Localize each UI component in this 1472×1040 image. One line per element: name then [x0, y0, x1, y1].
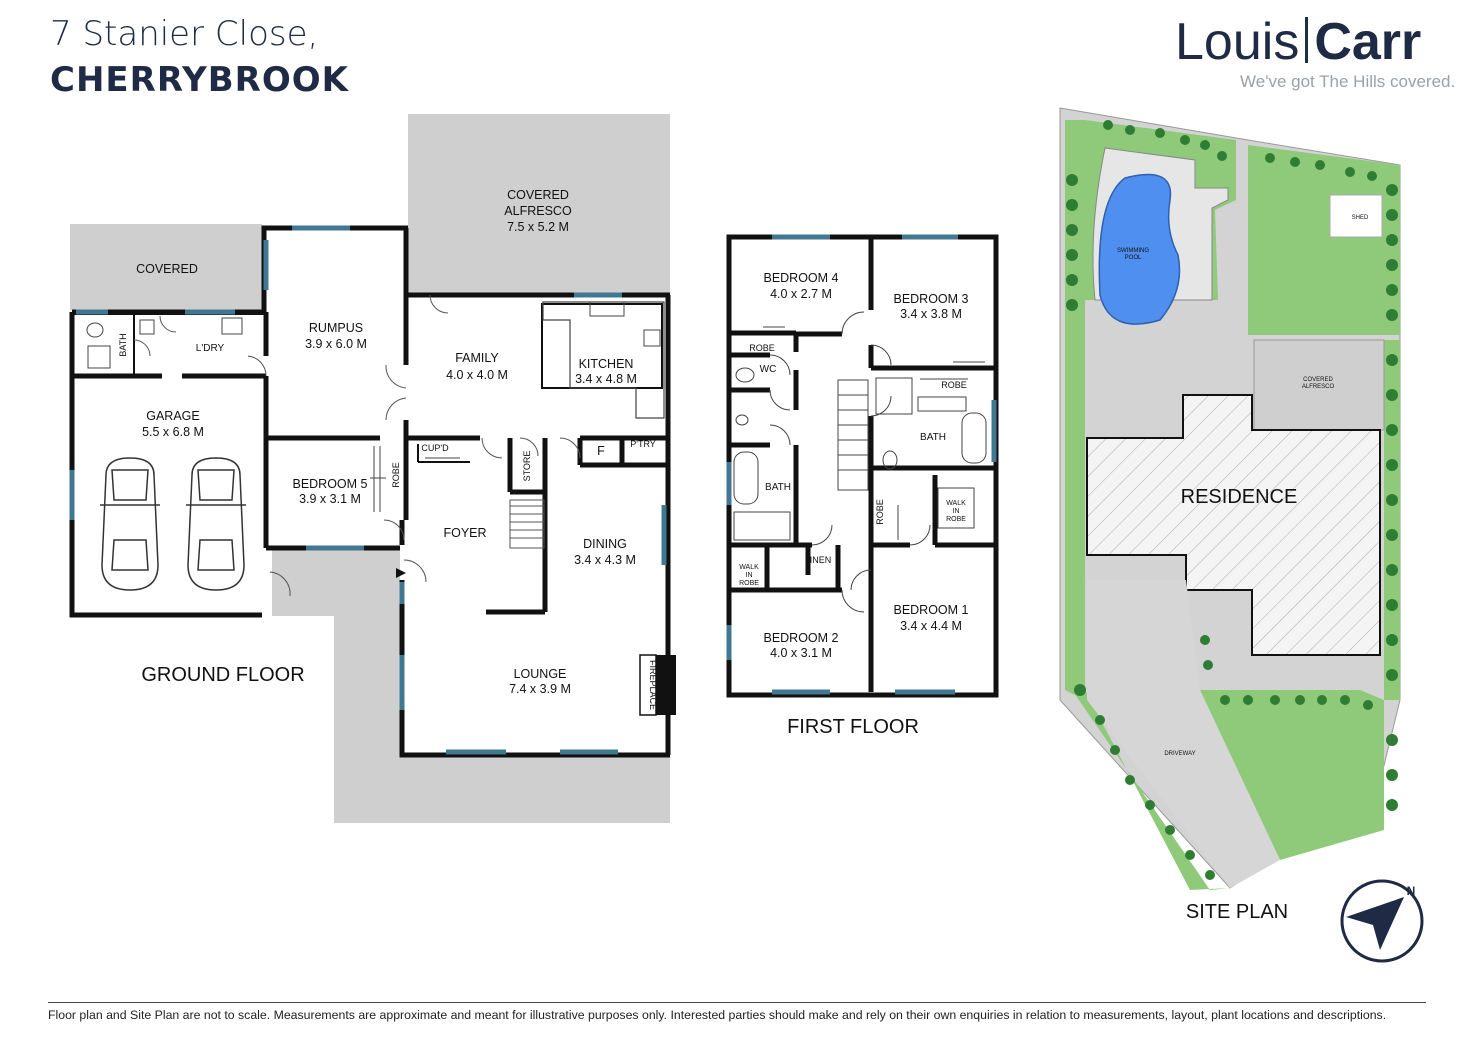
- logo-first-word: Louis: [1175, 13, 1300, 71]
- label-pantry: P'TRY: [630, 439, 656, 449]
- footer-divider: [48, 1002, 1426, 1003]
- dims-family: 4.0 x 4.0 M: [446, 368, 508, 382]
- ground-floor-plan: COVERED COVERED ALFRESCO 7.5 x 5.2 M RUM…: [69, 114, 676, 823]
- car-icon: [100, 457, 160, 591]
- dims-alfresco: 7.5 x 5.2 M: [507, 220, 569, 234]
- footer-disclaimer: Floor plan and Site Plan are not to scal…: [48, 1008, 1387, 1022]
- label-walkin-2-line3: ROBE: [739, 580, 759, 587]
- logo-second-word: Carr: [1314, 13, 1422, 71]
- site-plan: SWIMMING POOL SHED COVERED ALFRESCO RESI…: [1059, 107, 1424, 963]
- dims-bedroom-5: 3.9 x 3.1 M: [299, 492, 361, 506]
- site-alfresco: [1253, 339, 1385, 431]
- label-kitchen: KITCHEN: [579, 357, 634, 371]
- dims-bedroom-4: 4.0 x 2.7 M: [770, 287, 832, 301]
- label-bedroom-2: BEDROOM 2: [763, 631, 838, 645]
- covered-alfresco-area: [408, 114, 670, 294]
- tree-icons: [1066, 120, 1398, 880]
- label-wc: WC: [760, 364, 777, 375]
- label-robe-bed4: ROBE: [749, 343, 775, 353]
- label-robe-ground: ROBE: [391, 462, 401, 488]
- swimming-pool: [1098, 173, 1181, 325]
- compass-icon: N: [1340, 879, 1424, 963]
- label-walkin-2-line1: WALK: [739, 564, 759, 571]
- residence-footprint: [1086, 394, 1381, 656]
- dims-bedroom-1: 3.4 x 4.4 M: [900, 619, 962, 633]
- label-store: STORE: [522, 451, 532, 482]
- label-bedroom-1: BEDROOM 1: [893, 603, 968, 617]
- dims-garage: 5.5 x 6.8 M: [142, 425, 204, 439]
- label-bedroom-4: BEDROOM 4: [763, 271, 838, 285]
- address-street: 7 Stanier Close,: [50, 14, 319, 54]
- logo-divider: [1305, 17, 1309, 63]
- label-walkin-1-line1: WALK: [946, 500, 966, 507]
- label-robe-bed3: ROBE: [941, 380, 967, 390]
- label-bedroom-3: BEDROOM 3: [893, 292, 968, 306]
- label-family: FAMILY: [455, 351, 499, 365]
- label-linen: LINEN: [805, 555, 832, 565]
- label-walkin-1-line3: ROBE: [946, 516, 966, 523]
- dims-bedroom-2: 4.0 x 3.1 M: [770, 646, 832, 660]
- site-plan-title: SITE PLAN: [1186, 901, 1288, 923]
- label-walkin-1-line2: IN: [953, 508, 960, 515]
- label-foyer: FOYER: [443, 526, 486, 540]
- label-cupboard: CUP'D: [421, 443, 449, 453]
- front-path-area: [272, 548, 670, 823]
- dims-bedroom-3: 3.4 x 3.8 M: [900, 307, 962, 321]
- label-alfresco-line2: ALFRESCO: [504, 204, 572, 218]
- dims-kitchen: 3.4 x 4.8 M: [575, 372, 637, 386]
- label-bath-ensuite: BATH: [920, 432, 946, 443]
- label-lounge: LOUNGE: [514, 667, 567, 681]
- compass-north-label: N: [1407, 884, 1416, 898]
- label-laundry: L'DRY: [196, 343, 225, 354]
- address-suburb: CHERRYBROOK: [50, 60, 350, 100]
- label-walkin-2-line2: IN: [746, 572, 753, 579]
- label-shed: SHED: [1352, 215, 1369, 221]
- label-site-alfresco-line2: ALFRESCO: [1302, 384, 1335, 390]
- dims-dining: 3.4 x 4.3 M: [574, 553, 636, 567]
- label-garage: GARAGE: [146, 409, 200, 423]
- label-residence: RESIDENCE: [1181, 486, 1298, 508]
- front-lawn: [1200, 690, 1384, 860]
- label-rumpus: RUMPUS: [309, 321, 363, 335]
- label-fireplace: FIREPLACE: [648, 660, 658, 710]
- label-bath: BATH: [118, 333, 128, 356]
- label-alfresco-line1: COVERED: [507, 188, 569, 202]
- floor-plans-canvas: COVERED COVERED ALFRESCO 7.5 x 5.2 M RUM…: [69, 107, 1424, 963]
- shed: [1329, 194, 1383, 238]
- label-dining: DINING: [583, 537, 627, 551]
- label-bath-first: BATH: [765, 482, 791, 493]
- ground-floor-title: GROUND FLOOR: [141, 664, 304, 686]
- label-pool-line2: POOL: [1125, 255, 1142, 261]
- label-robe-bed1: ROBE: [875, 499, 885, 525]
- back-lawn: [1248, 145, 1400, 335]
- label-bedroom-5: BEDROOM 5: [292, 477, 367, 491]
- label-fridge: F: [597, 444, 605, 458]
- dims-rumpus: 3.9 x 6.0 M: [305, 337, 367, 351]
- label-site-alfresco-line1: COVERED: [1303, 377, 1333, 383]
- entry-arrow-icon: [396, 568, 406, 578]
- logo-tagline: We've got The Hills covered.: [1240, 72, 1456, 91]
- label-covered: COVERED: [136, 262, 198, 276]
- label-pool-line1: SWIMMING: [1117, 248, 1149, 254]
- first-floor-plan: BEDROOM 4 4.0 x 2.7 M BEDROOM 3 3.4 x 3.…: [726, 234, 999, 738]
- first-floor-title: FIRST FLOOR: [787, 716, 919, 738]
- label-driveway: DRIVEWAY: [1164, 751, 1195, 757]
- covered-area: [70, 224, 262, 310]
- dims-lounge: 7.4 x 3.9 M: [509, 682, 571, 696]
- car-icon: [186, 457, 246, 591]
